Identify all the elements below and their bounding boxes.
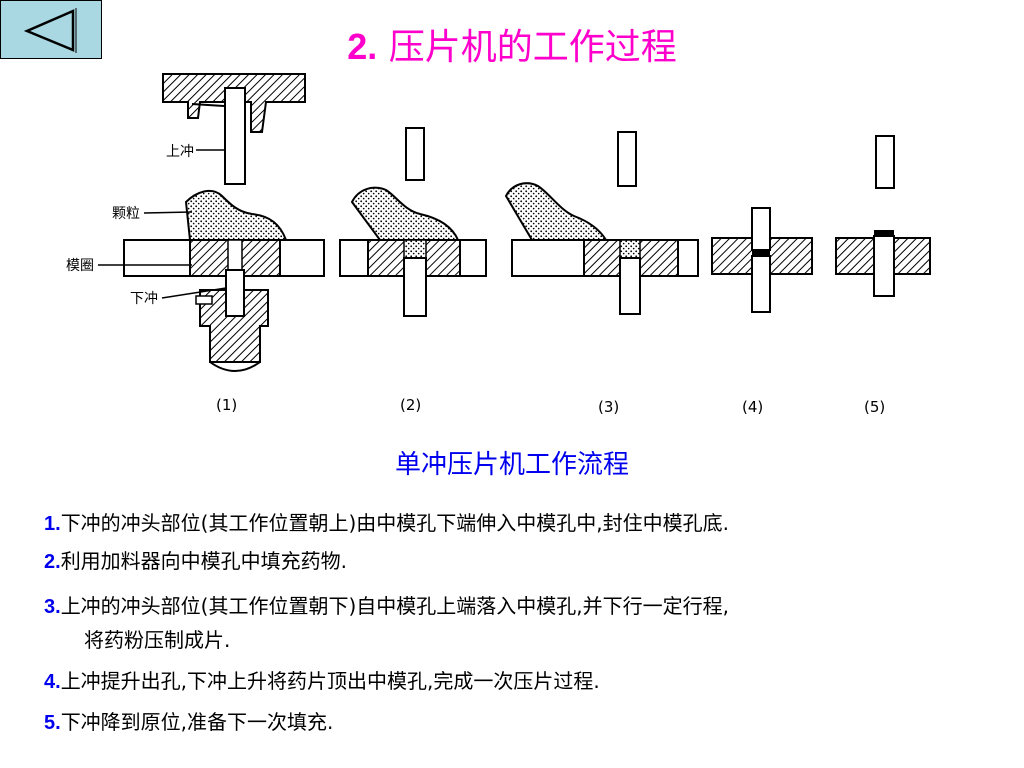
step-text: 上冲的冲头部位(其工作位置朝下)自中模孔上端落入中模孔,并下行一定行程, xyxy=(60,594,730,618)
upper-punch-holder xyxy=(162,73,306,133)
diagram-caption: 单冲压片机工作流程 xyxy=(394,450,629,480)
label-lower-punch: 下冲 xyxy=(130,291,158,307)
step-number: 5. xyxy=(44,712,61,734)
label-die: 模圈 xyxy=(66,258,94,274)
step-text: 利用加料器向中模孔中填充药物. xyxy=(60,549,348,573)
label-upper-punch: 上冲 xyxy=(166,144,194,160)
stage-5-figure xyxy=(835,135,931,297)
step-number: 4. xyxy=(44,671,61,693)
step-number: 2. xyxy=(44,551,61,573)
step-5: 5.下冲降到原位,准备下一次填充. xyxy=(44,706,333,735)
granules-pile xyxy=(184,189,288,241)
lower-punch xyxy=(873,235,895,297)
stage-1-figure: 上冲 颗粒 模圈 下冲 xyxy=(66,73,325,372)
step-3-continuation: 将药粉压制成片. xyxy=(84,628,231,652)
upper-punch xyxy=(751,207,771,251)
step-text: 下冲降到原位,准备下一次填充. xyxy=(60,710,334,734)
stage-label-1: (1) xyxy=(216,396,237,414)
lower-punch xyxy=(751,255,771,313)
tablet xyxy=(874,230,894,236)
upper-punch xyxy=(875,135,895,189)
step-4: 4.上冲提升出孔,下冲上升将药片顶出中模孔,完成一次压片过程. xyxy=(44,665,600,694)
tablet xyxy=(752,250,770,256)
powder-fill xyxy=(619,239,641,259)
step-number: 3. xyxy=(44,596,61,618)
upper-punch xyxy=(224,87,246,185)
upper-punch xyxy=(617,131,637,187)
step-1: 1.下冲的冲头部位(其工作位置朝上)由中模孔下端伸入中模孔中,封住中模孔底. xyxy=(44,507,729,536)
tablet-press-diagram: 上冲 颗粒 模圈 下冲 (1) ( xyxy=(66,73,931,416)
step-text: 下冲的冲头部位(其工作位置朝上)由中模孔下端伸入中模孔中,封住中模孔底. xyxy=(60,511,730,535)
step-2: 2.利用加料器向中模孔中填充药物. xyxy=(44,545,347,574)
lower-punch xyxy=(225,269,245,317)
stage-label-2: (2) xyxy=(400,396,421,414)
step-text: 上冲提升出孔,下冲上升将药片顶出中模孔,完成一次压片过程. xyxy=(60,669,600,693)
granules-pile xyxy=(350,186,460,241)
lower-punch xyxy=(619,257,641,315)
stage-label-4: (4) xyxy=(742,398,763,416)
granules-pile xyxy=(504,182,608,241)
page-title: 2. 压片机的工作过程 xyxy=(347,26,677,68)
lower-punch xyxy=(403,257,427,317)
stage-label-5: (5) xyxy=(864,398,885,416)
left-triangle-icon xyxy=(23,8,77,53)
stage-2-figure xyxy=(339,127,487,317)
upper-punch xyxy=(405,127,425,181)
label-granules: 颗粒 xyxy=(112,206,140,222)
back-button[interactable] xyxy=(0,0,102,59)
stage-4-figure xyxy=(711,207,813,313)
step-number: 1. xyxy=(44,513,61,535)
stage-label-3: (3) xyxy=(598,398,619,416)
step-3: 3.上冲的冲头部位(其工作位置朝下)自中模孔上端落入中模孔,并下行一定行程, xyxy=(44,590,729,619)
stage-3-figure xyxy=(504,131,699,315)
